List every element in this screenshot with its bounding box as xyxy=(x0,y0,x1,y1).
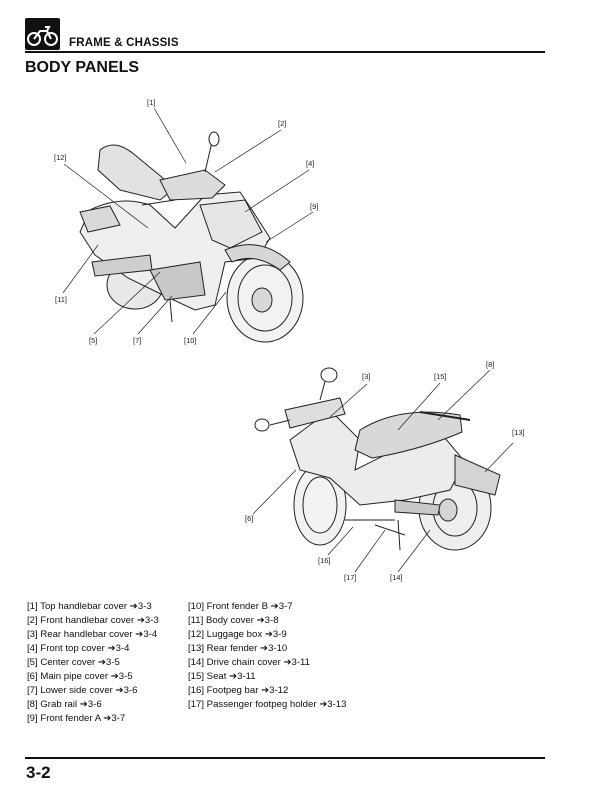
callout-17: [17] xyxy=(344,573,357,582)
body-panels-diagram: [1] [2] [4] [9] [12] [11] [5] [7] [10] xyxy=(54,98,525,582)
arrow-right-icon: ➔ xyxy=(256,615,265,626)
arrow-right-icon: ➔ xyxy=(97,657,106,668)
callout-3: [3] xyxy=(362,372,370,381)
legend-item: [11] Body cover ➔3-8 xyxy=(188,615,279,626)
scooter-front-view xyxy=(79,131,304,343)
arrow-right-icon: ➔ xyxy=(110,671,119,682)
legend-item: [14] Drive chain cover ➔3-11 xyxy=(188,657,310,668)
legend-item: [15] Seat ➔3-11 xyxy=(188,671,256,682)
leader-lines-rear-view xyxy=(252,369,514,573)
page-title: BODY PANELS xyxy=(25,59,140,76)
arrow-right-icon: ➔ xyxy=(103,713,112,724)
arrow-right-icon: ➔ xyxy=(107,643,116,654)
arrow-right-icon: ➔ xyxy=(270,601,279,612)
page-number: 3-2 xyxy=(26,763,51,782)
callout-15: [15] xyxy=(434,372,447,381)
header-divider xyxy=(25,51,545,53)
arrow-right-icon: ➔ xyxy=(135,629,144,640)
callout-9: [9] xyxy=(310,202,318,211)
callout-13: [13] xyxy=(512,428,525,437)
arrow-right-icon: ➔ xyxy=(136,615,145,626)
section-title: FRAME & CHASSIS xyxy=(69,37,179,49)
arrow-right-icon: ➔ xyxy=(229,671,238,682)
legend-item: [17] Passenger footpeg holder ➔3-13 xyxy=(188,699,347,710)
arrow-right-icon: ➔ xyxy=(129,601,138,612)
legend-column-1: [1] Top handlebar cover ➔3-3 [2] Front h… xyxy=(27,600,187,726)
callout-4: [4] xyxy=(306,159,314,168)
legend-item: [1] Top handlebar cover ➔3-3 xyxy=(27,601,152,612)
legend-item: [7] Lower side cover ➔3-6 xyxy=(27,685,138,696)
legend-item: [9] Front fender A ➔3-7 xyxy=(27,713,126,724)
callout-8: [8] xyxy=(486,360,494,369)
legend-item: [13] Rear fender ➔3-10 xyxy=(188,643,288,654)
legend-item: [12] Luggage box ➔3-9 xyxy=(188,629,287,640)
leader-lines-front-view xyxy=(62,107,314,335)
arrow-right-icon: ➔ xyxy=(79,699,88,710)
legend-item: [4] Front top cover ➔3-4 xyxy=(27,643,130,654)
legend-item: [2] Front handlebar cover ➔3-3 xyxy=(27,615,159,626)
arrow-right-icon: ➔ xyxy=(283,657,292,668)
callout-12: [12] xyxy=(54,153,67,162)
arrow-right-icon: ➔ xyxy=(115,685,124,696)
motorcycle-icon xyxy=(25,18,60,50)
footer-divider xyxy=(25,757,545,759)
callout-11: [11] xyxy=(55,295,67,304)
legend-column-2: [10] Front fender B ➔3-7 [11] Body cover… xyxy=(188,600,388,712)
legend-item: [10] Front fender B ➔3-7 xyxy=(188,601,293,612)
arrow-right-icon: ➔ xyxy=(260,643,269,654)
arrow-right-icon: ➔ xyxy=(261,685,270,696)
callout-2: [2] xyxy=(278,119,286,128)
callout-6: [6] xyxy=(245,514,253,523)
arrow-right-icon: ➔ xyxy=(319,699,328,710)
legend-item: [5] Center cover ➔3-5 xyxy=(27,657,120,668)
legend-item: [8] Grab rail ➔3-6 xyxy=(27,699,102,710)
scooter-rear-view xyxy=(254,367,501,551)
legend-item: [6] Main pipe cover ➔3-5 xyxy=(27,671,133,682)
callout-7: [7] xyxy=(133,336,141,345)
legend-item: [3] Rear handlebar cover ➔3-4 xyxy=(27,629,158,640)
callout-10: [10] xyxy=(184,336,197,345)
callout-1: [1] xyxy=(147,98,155,107)
callout-16: [16] xyxy=(318,556,331,565)
arrow-right-icon: ➔ xyxy=(264,629,273,640)
callout-14: [14] xyxy=(390,573,403,582)
callout-5: [5] xyxy=(89,336,97,345)
legend-item: [16] Footpeg bar ➔3-12 xyxy=(188,685,289,696)
